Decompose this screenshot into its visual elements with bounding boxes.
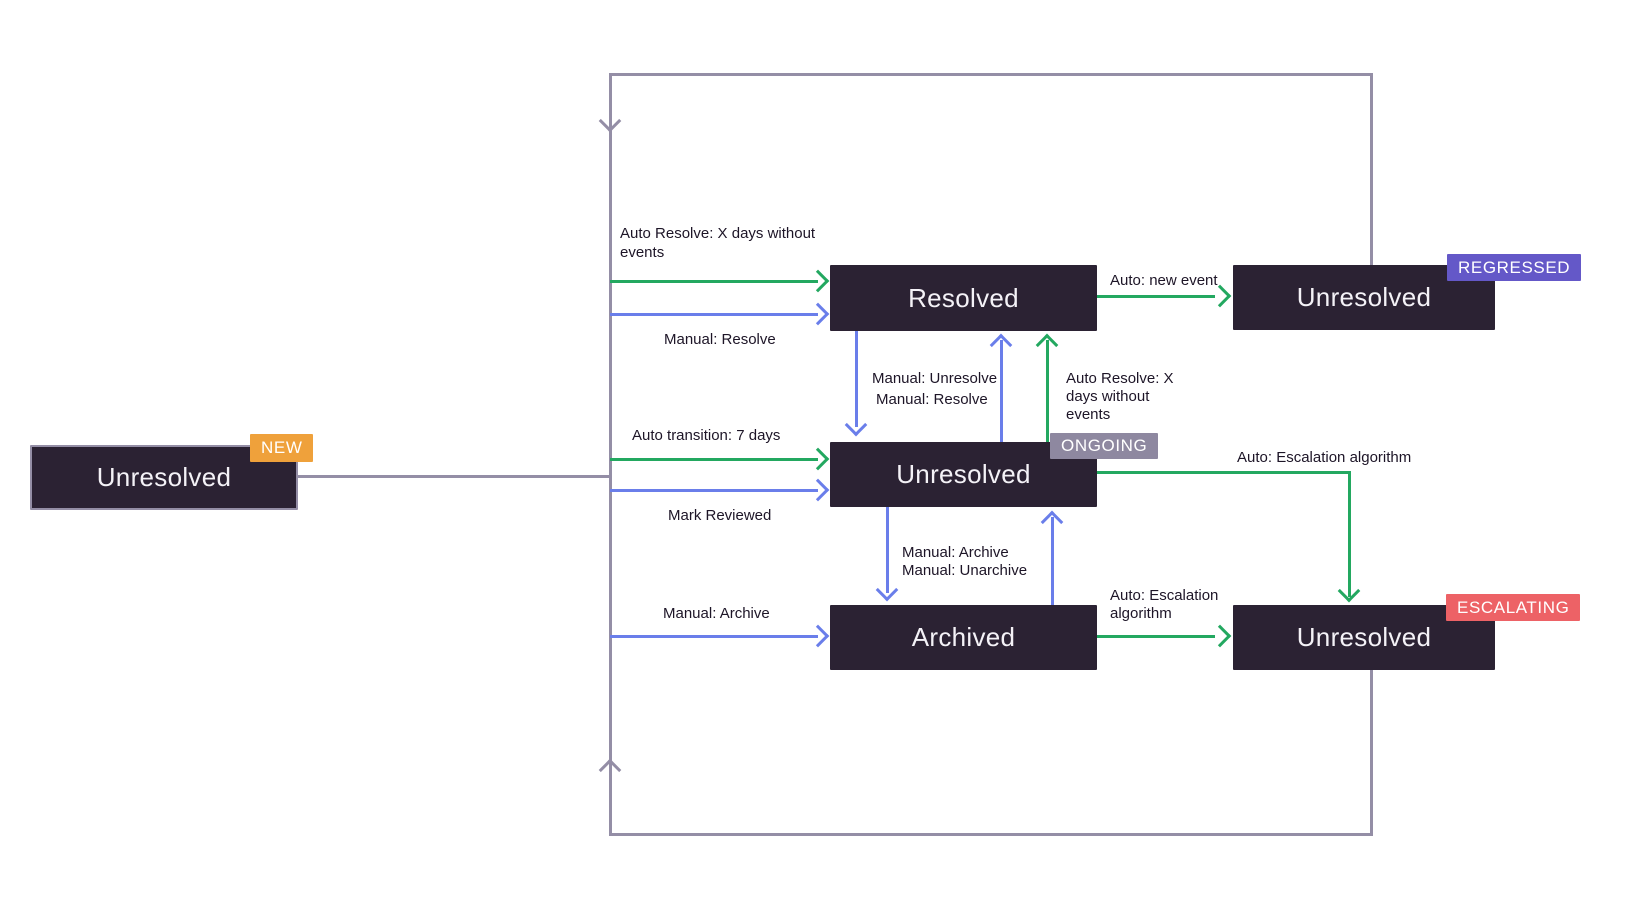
edge-auto-transition-line	[610, 458, 818, 461]
badge-ongoing: ONGOING	[1050, 433, 1159, 459]
label-auto-new-event: Auto: new event	[1110, 272, 1218, 289]
edge-escalation-top-vline	[1348, 471, 1351, 597]
label-manual-unarchive-mid: Manual: Unarchive	[902, 562, 1028, 579]
edge-manual-archive-arrowhead-icon	[806, 624, 830, 648]
edge-ongoing-autoresolve-line	[1046, 340, 1049, 442]
edge-auto-transition-arrowhead-icon	[806, 447, 830, 471]
edge-manual-resolve-up-line	[1000, 340, 1003, 442]
label-auto-resolve-mid-3: events	[1066, 406, 1111, 423]
edge-ongoing-autoresolve-arrowhead-icon	[1035, 333, 1059, 357]
label-manual-unresolve: Manual: Unresolve	[872, 370, 998, 387]
label-auto-resolve-2: events	[620, 244, 665, 261]
label-manual-resolve: Manual: Resolve	[664, 331, 776, 348]
loop-left-spine-line	[609, 73, 612, 835]
label-manual-resolve-mid: Manual: Resolve	[876, 391, 988, 408]
edge-mark-reviewed-arrowhead-icon	[806, 478, 830, 502]
loop-down-arrowhead-icon	[598, 109, 622, 133]
edge-auto-resolve-arrowhead-icon	[806, 269, 830, 293]
edge-auto-new-event-line	[1097, 295, 1215, 298]
state-resolved: Resolved	[830, 265, 1097, 331]
regressed-to-loop-line	[1370, 73, 1373, 266]
label-manual-archive-mid: Manual: Archive	[902, 544, 1009, 561]
loop-up-arrowhead-icon	[598, 758, 622, 782]
label-manual-archive-left: Manual: Archive	[663, 605, 770, 622]
state-unresolved-regressed: Unresolved	[1233, 265, 1495, 330]
badge-regressed: REGRESSED	[1447, 254, 1582, 281]
state-label: Archived	[911, 622, 1016, 652]
badge-escalating: ESCALATING	[1446, 594, 1581, 621]
edge-escalation-top-hline	[1097, 471, 1351, 474]
edge-manual-archive-line	[610, 635, 818, 638]
edge-manual-unresolve-line	[855, 331, 858, 427]
label-auto-escalation-bottom-2: algorithm	[1110, 605, 1172, 622]
label-auto-resolve-1: Auto Resolve: X days without	[620, 225, 816, 242]
state-label: Unresolved	[896, 459, 1031, 489]
label-auto-resolve-mid-1: Auto Resolve: X	[1066, 370, 1174, 387]
state-label: Unresolved	[1296, 622, 1432, 652]
badge-new: NEW	[250, 434, 314, 462]
label-auto-resolve-mid-2: days without	[1066, 388, 1150, 405]
edge-manual-unarchive-up-arrowhead-icon	[1040, 510, 1064, 534]
state-label: Unresolved	[96, 462, 232, 492]
edge-escalation-bottom-arrowhead-icon	[1208, 624, 1232, 648]
label-auto-transition: Auto transition: 7 days	[632, 427, 781, 444]
edge-manual-resolve-up-arrowhead-icon	[989, 333, 1013, 357]
edge-manual-resolve-line	[610, 313, 818, 316]
edge-manual-unresolve-arrowhead-icon	[844, 413, 868, 437]
loop-bottom-line	[609, 833, 1373, 836]
state-label: Resolved	[908, 282, 1019, 313]
label-auto-escalation-bottom-1: Auto: Escalation	[1110, 587, 1219, 604]
loop-top-line	[609, 73, 1373, 76]
state-archived: Archived	[830, 605, 1097, 670]
edge-escalation-top-arrowhead-icon	[1337, 579, 1361, 603]
new-to-spine-line	[296, 475, 611, 478]
state-label: Unresolved	[1296, 282, 1432, 312]
edge-manual-unarchive-up-line	[1051, 517, 1054, 605]
edge-auto-resolve-line	[610, 280, 818, 283]
edge-mark-reviewed-line	[610, 489, 818, 492]
label-auto-escalation-top: Auto: Escalation algorithm	[1237, 449, 1412, 466]
edge-manual-archive-down-line	[886, 507, 889, 593]
edge-manual-resolve-arrowhead-icon	[806, 302, 830, 326]
edge-manual-archive-down-arrowhead-icon	[875, 578, 899, 602]
label-mark-reviewed: Mark Reviewed	[668, 507, 772, 524]
edge-escalation-bottom-line	[1097, 635, 1215, 638]
escalating-to-loop-line	[1370, 669, 1373, 835]
